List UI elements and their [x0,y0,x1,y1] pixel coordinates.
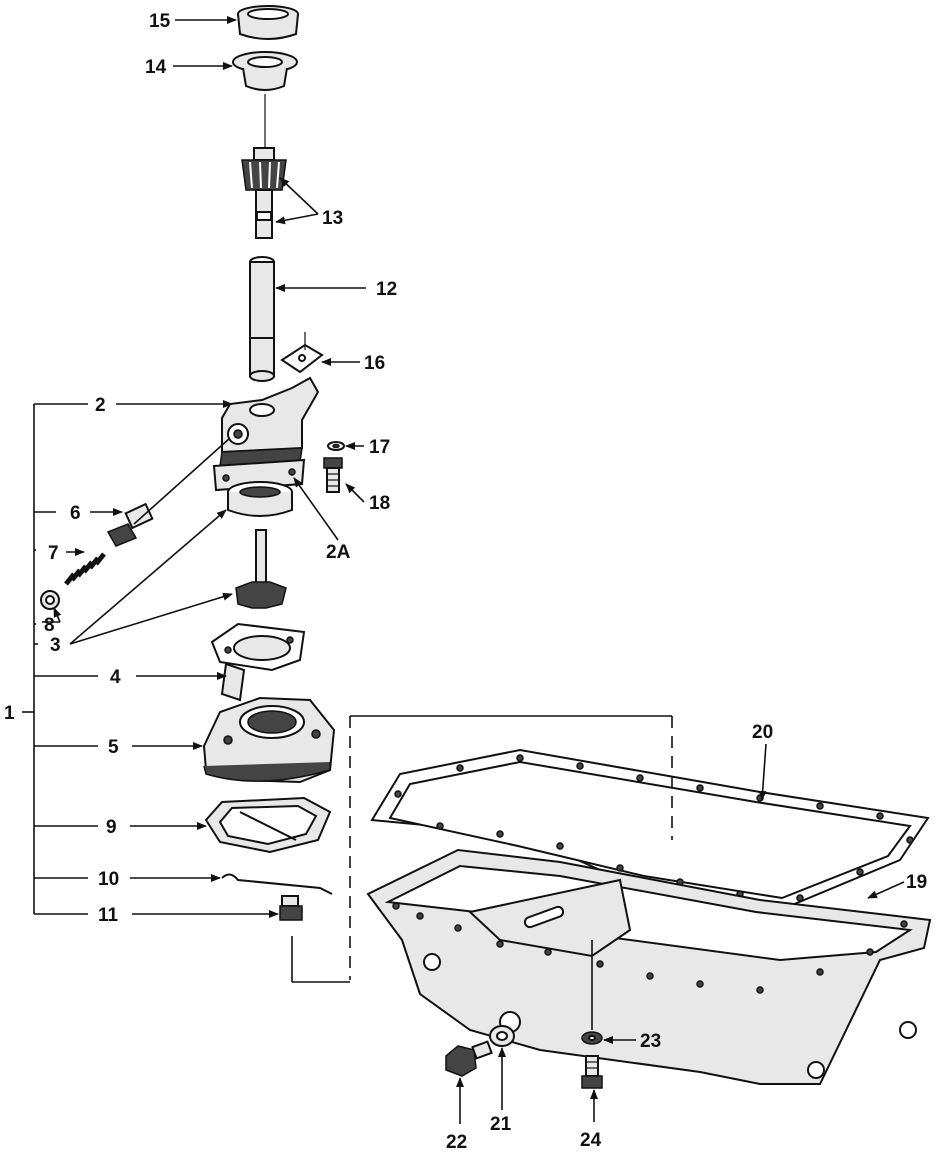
callout-10: 10 [98,869,119,890]
part-5-housing [202,696,336,784]
callout-6: 6 [70,503,81,524]
part-2-pump-body [219,376,320,467]
callout-12: 12 [376,279,397,300]
callout-20: 20 [752,722,773,743]
part-4-pickup-tube [210,622,306,702]
part-8-cap [40,590,60,610]
part-6-plunger [106,502,154,547]
callout-23: 23 [640,1031,661,1052]
callout-21: 21 [490,1114,512,1135]
callout-3: 3 [50,635,61,656]
callout-8: 8 [44,615,55,636]
part-23-washer [581,1031,603,1045]
callout-1: 1 [4,703,15,724]
callout-labels: 15 14 13 12 16 2 17 18 2A 6 7 8 3 4 1 5 … [4,11,927,1153]
part-22-drain-plug [445,1040,493,1077]
callout-4: 4 [110,667,121,688]
callout-14: 14 [145,57,167,78]
part-3-outer-rotor [227,481,293,517]
leader-lines [42,16,905,1124]
part-3-inner-rotor [235,529,287,609]
part-19-oil-pan [366,848,932,1085]
part-11-bolt [279,895,303,921]
part-14-cup [232,51,298,91]
part-7-spring [64,552,106,586]
part-16-gasket [280,332,324,374]
part-20-pan-gasket [370,748,930,912]
callout-2a: 2A [326,542,351,563]
mounting-dash-line [291,715,673,1030]
callout-2: 2 [95,395,106,416]
callout-7: 7 [48,543,59,564]
callout-24: 24 [580,1130,602,1151]
part-18-bolt [323,457,343,493]
callout-11: 11 [98,905,119,926]
part-24-bolt [581,1055,603,1089]
part-9-screen [204,796,332,854]
callout-17: 17 [369,437,390,458]
callout-9: 9 [106,817,117,838]
part-17-lockwasher [327,441,345,451]
part-13-gear-shaft [241,147,287,239]
callout-5: 5 [108,737,119,758]
part-12-shaft [249,256,275,382]
callout-19: 19 [906,872,927,893]
callout-18: 18 [369,493,390,514]
group-bracket-1 [22,403,98,915]
callout-15: 15 [149,11,171,32]
part-21-washer [489,1025,515,1047]
callout-13: 13 [322,208,343,229]
callout-16: 16 [364,353,385,374]
callout-22: 22 [446,1132,467,1153]
part-10-clip [221,873,333,895]
part-15-seal [237,5,299,40]
